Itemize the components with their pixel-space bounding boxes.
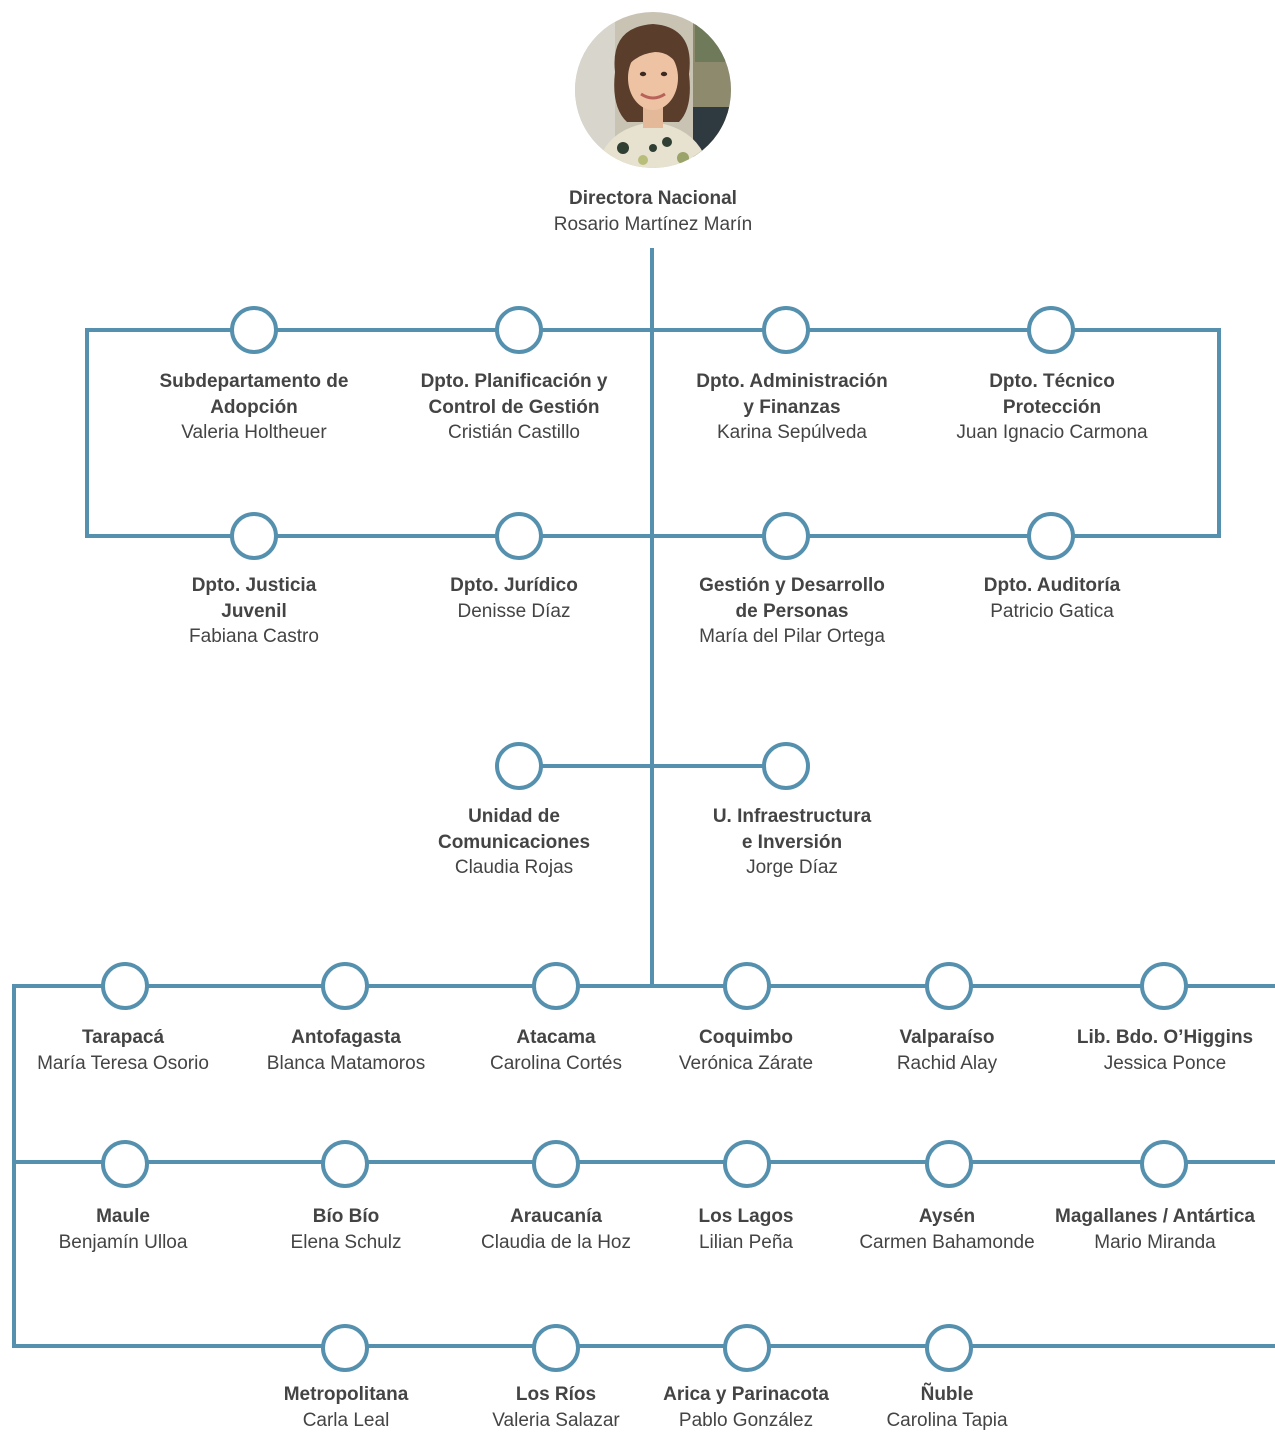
- director-name: Rosario Martínez Marín: [453, 212, 853, 238]
- node-circle: [532, 1140, 580, 1188]
- unit-title: Unidad de Comunicaciones: [394, 804, 634, 855]
- department-label: Dpto. Jurídico Denisse Díaz: [394, 573, 634, 624]
- unit-label: U. Infraestructura e Inversión Jorge Día…: [672, 804, 912, 881]
- node-circle: [495, 742, 543, 790]
- department-title: Gestión y Desarrollo de Personas: [672, 573, 912, 624]
- department-title: Dpto. Jurídico: [394, 573, 634, 599]
- node-circle: [101, 962, 149, 1010]
- region-head: Carmen Bahamonde: [827, 1230, 1067, 1256]
- region-head: Elena Schulz: [226, 1230, 466, 1256]
- region-title: Bío Bío: [226, 1204, 466, 1230]
- node-circle: [1027, 306, 1075, 354]
- units-line: [518, 764, 786, 768]
- department-head: Karina Sepúlveda: [672, 420, 912, 446]
- region-label: Valparaíso Rachid Alay: [827, 1025, 1067, 1076]
- node-circle: [495, 512, 543, 560]
- node-circle: [495, 306, 543, 354]
- department-label: Dpto. Administración y Finanzas Karina S…: [672, 369, 912, 446]
- department-title: Dpto. Auditoría: [932, 573, 1172, 599]
- node-circle: [762, 512, 810, 560]
- region-label: Maule Benjamín Ulloa: [3, 1204, 243, 1255]
- department-title: Dpto. Administración y Finanzas: [672, 369, 912, 420]
- node-circle: [762, 306, 810, 354]
- department-label: Dpto. Auditoría Patricio Gatica: [932, 573, 1172, 624]
- region-head: Rachid Alay: [827, 1051, 1067, 1077]
- node-circle: [230, 306, 278, 354]
- department-title: Subdepartamento de Adopción: [134, 369, 374, 420]
- region-title: Lib. Bdo. O’Higgins: [1045, 1025, 1275, 1051]
- node-circle: [925, 962, 973, 1010]
- region-label: Tarapacá María Teresa Osorio: [3, 1025, 243, 1076]
- region-head: Blanca Matamoros: [226, 1051, 466, 1077]
- region-head: María Teresa Osorio: [3, 1051, 243, 1077]
- region-label: Antofagasta Blanca Matamoros: [226, 1025, 466, 1076]
- director-label: Directora Nacional Rosario Martínez Marí…: [453, 186, 853, 238]
- region-label: Bío Bío Elena Schulz: [226, 1204, 466, 1255]
- department-label: Dpto. Planificación y Control de Gestión…: [394, 369, 634, 446]
- node-circle: [723, 1324, 771, 1372]
- region-title: Maule: [3, 1204, 243, 1230]
- region-title: Magallanes / Antártica: [1035, 1204, 1275, 1230]
- departments-left-line: [85, 328, 89, 538]
- department-title: Dpto. Justicia Juvenil: [134, 573, 374, 624]
- region-head: Carla Leal: [226, 1408, 466, 1433]
- region-head: Benjamín Ulloa: [3, 1230, 243, 1256]
- node-circle: [321, 1324, 369, 1372]
- node-circle: [762, 742, 810, 790]
- regions-row3-line: [12, 1344, 1275, 1348]
- department-head: Fabiana Castro: [134, 624, 374, 650]
- department-title: Dpto. Técnico Protección: [932, 369, 1172, 420]
- director-portrait: [575, 12, 731, 168]
- region-title: Ñuble: [827, 1382, 1067, 1408]
- director-title: Directora Nacional: [453, 186, 853, 212]
- department-head: Valeria Holtheuer: [134, 420, 374, 446]
- unit-head: Jorge Díaz: [672, 855, 912, 881]
- department-label: Dpto. Justicia Juvenil Fabiana Castro: [134, 573, 374, 650]
- region-label: Magallanes / Antártica Mario Miranda: [1035, 1204, 1275, 1255]
- region-label: Aysén Carmen Bahamonde: [827, 1204, 1067, 1255]
- node-circle: [321, 962, 369, 1010]
- region-label: Ñuble Carolina Tapia: [827, 1382, 1067, 1433]
- node-circle: [1140, 962, 1188, 1010]
- unit-title: U. Infraestructura e Inversión: [672, 804, 912, 855]
- node-circle: [723, 1140, 771, 1188]
- node-circle: [925, 1324, 973, 1372]
- department-label: Gestión y Desarrollo de Personas María d…: [672, 573, 912, 650]
- unit-label: Unidad de Comunicaciones Claudia Rojas: [394, 804, 634, 881]
- node-circle: [1027, 512, 1075, 560]
- region-head: Jessica Ponce: [1045, 1051, 1275, 1077]
- department-label: Subdepartamento de Adopción Valeria Holt…: [134, 369, 374, 446]
- department-head: Denisse Díaz: [394, 599, 634, 625]
- department-head: María del Pilar Ortega: [672, 624, 912, 650]
- node-circle: [925, 1140, 973, 1188]
- department-title: Dpto. Planificación y Control de Gestión: [394, 369, 634, 420]
- portrait-image: [575, 12, 731, 168]
- department-head: Patricio Gatica: [932, 599, 1172, 625]
- node-circle: [101, 1140, 149, 1188]
- unit-head: Claudia Rojas: [394, 855, 634, 881]
- region-title: Valparaíso: [827, 1025, 1067, 1051]
- region-head: Mario Miranda: [1035, 1230, 1275, 1256]
- main-spine-line: [650, 248, 654, 988]
- region-label: Metropolitana Carla Leal: [226, 1382, 466, 1433]
- region-title: Antofagasta: [226, 1025, 466, 1051]
- departments-right-line: [1217, 328, 1221, 538]
- node-circle: [532, 962, 580, 1010]
- region-title: Metropolitana: [226, 1382, 466, 1408]
- node-circle: [532, 1324, 580, 1372]
- department-head: Juan Ignacio Carmona: [932, 420, 1172, 446]
- regions-row1-line: [12, 984, 1275, 988]
- node-circle: [723, 962, 771, 1010]
- department-head: Cristián Castillo: [394, 420, 634, 446]
- node-circle: [321, 1140, 369, 1188]
- node-circle: [1140, 1140, 1188, 1188]
- node-circle: [230, 512, 278, 560]
- region-title: Aysén: [827, 1204, 1067, 1230]
- regions-row2-line: [12, 1160, 1275, 1164]
- region-label: Lib. Bdo. O’Higgins Jessica Ponce: [1045, 1025, 1275, 1076]
- department-label: Dpto. Técnico Protección Juan Ignacio Ca…: [932, 369, 1172, 446]
- region-title: Tarapacá: [3, 1025, 243, 1051]
- region-head: Carolina Tapia: [827, 1408, 1067, 1433]
